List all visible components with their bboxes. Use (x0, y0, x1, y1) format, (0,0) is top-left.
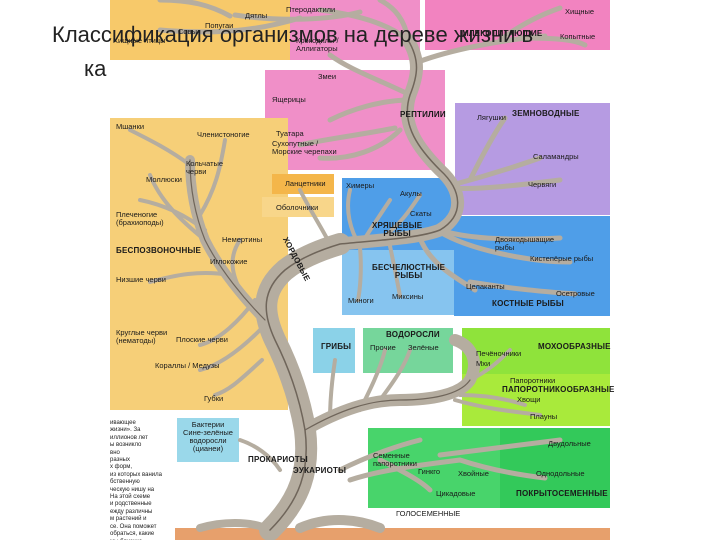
branch-mosses (453, 348, 542, 417)
label-ferns: Папоротники (510, 376, 556, 385)
label-brachiopods: Плеченогие (брахиоподы) (116, 210, 164, 227)
trunk (255, 233, 351, 540)
label-lizards: Ящерицы (272, 95, 306, 104)
slide-title-line2: ка (84, 56, 107, 81)
panel-bony (454, 216, 610, 316)
label-tuatara: Туатара (276, 129, 304, 138)
label-caecilians: Червяги (528, 180, 557, 189)
label-cycads: Цикадовые (436, 489, 476, 498)
trunk-root-right (295, 515, 385, 533)
label-mshanki: Мшанки (116, 122, 145, 131)
label-liverworts: Печёночники (476, 349, 522, 358)
label-rays: Скаты (410, 209, 432, 218)
label-gymnosperms: ГОЛОСЕМЕННЫЕ (396, 509, 461, 518)
label-reptiles: РЕПТИЛИИ (400, 110, 446, 119)
branch-fish (417, 227, 578, 297)
label-salamanders: Саламандры (533, 152, 579, 161)
label-annelids: Кольчатые черви (186, 159, 224, 176)
label-dicots: Двудольные (548, 439, 591, 448)
label-bacteria: Бактерии Сине-зелёные водоросли (цианеи) (183, 420, 233, 453)
side-note-text: ивающее жизни». За иллионов лет ы возник… (110, 420, 162, 540)
label-angiosperms: ПОКРЫТОСЕМЕННЫЕ (516, 489, 608, 498)
label-parrots: Попугаи (205, 21, 234, 30)
label-snakes: Змеи (318, 72, 337, 81)
slide-title: Классификация организмов на деревe жизни… (52, 18, 692, 86)
label-cartilaginous: ХРЯЩЕВЫЕ РЫБЫ (372, 221, 423, 238)
label-swifts: Дятлы (245, 11, 268, 20)
label-echinoderms: Иглокожие (210, 257, 248, 266)
label-eukaryotes: ЭУКАРИОТЫ (293, 466, 347, 475)
label-predators: Хищные (565, 7, 595, 16)
panel-tunicates (262, 197, 334, 217)
label-crocodiles: Крокодилы / Аллигаторы (296, 36, 339, 53)
label-frogs: Лягушки (477, 113, 506, 122)
label-arthropods: Членистоногие (197, 130, 250, 139)
label-lungfish: Двоякодышащие рыбы (495, 235, 555, 252)
label-sponges: Губки (204, 394, 224, 403)
label-conifers: Хвойные (458, 469, 489, 478)
label-roundworms: Круглые черви (нематоды) (116, 328, 168, 345)
label-mammals: МЛЕКОПИТАЮЩИЕ (462, 29, 543, 38)
label-fungi: ГРИБЫ (321, 342, 352, 351)
panel-pterodactyl (290, 0, 420, 60)
label-other-algae: Прочие (370, 343, 396, 352)
label-clubmosses: Плауны (530, 412, 558, 421)
label-sharks: Акулы (400, 189, 422, 198)
label-nemerteans: Немертины (222, 235, 263, 244)
label-prokaryotes: ПРОКАРИОТЫ (248, 455, 308, 464)
label-ungulates: Копытные (560, 32, 596, 41)
label-algae: ВОДОРОСЛИ (386, 330, 440, 339)
label-turtles: Сухопутные / Морские черепахи (272, 139, 337, 156)
branch-seeds (337, 437, 563, 493)
label-ginkgo: Гинкго (418, 467, 440, 476)
label-lampreys: Миноги (348, 296, 374, 305)
label-molluscs: Моллюски (146, 175, 182, 184)
label-flatworms: Плоские черви (176, 335, 228, 344)
label-mosses: МОХООБРАЗНЫЕ (538, 342, 611, 351)
trunk-root-left (196, 519, 274, 534)
panel-lancelets (272, 174, 334, 194)
label-birds: Хищные птицы (113, 36, 166, 45)
label-tunicates: Оболочники (276, 203, 319, 212)
branch-algae (328, 348, 412, 422)
label-owls: Совы (178, 27, 197, 36)
label-invertebrates: БЕСПОЗВОНОЧНЫЕ (116, 246, 202, 255)
label-amphibians: ЗЕМНОВОДНЫЕ (512, 109, 580, 118)
label-hagfish: Миксины (392, 292, 424, 301)
branch-inv-lower (148, 238, 264, 397)
label-sturgeons: Осетровые (556, 289, 595, 298)
label-coelacanths: Целаканты (466, 282, 505, 291)
branch-lancelets (298, 188, 332, 246)
branch-amphibians (447, 115, 563, 191)
panel-mosses (462, 328, 610, 374)
label-bony: КОСТНЫЕ РЫБЫ (492, 299, 564, 308)
branch-mammals (415, 5, 588, 65)
label-jawless: БЕСЧЕЛЮСТНЫЕ РЫБЫ (372, 263, 446, 280)
branch-reptiles (297, 52, 413, 161)
label-horsetails: Хвощи (517, 395, 541, 404)
branch-inv-arthropods (128, 128, 227, 242)
label-corals: Кораллы / Медузы (155, 361, 220, 370)
label-lower-worms: Низшие черви (116, 275, 166, 284)
slide-title-line1: Классификация организмов на деревe жизни… (52, 22, 534, 47)
label-chimaeras: Химеры (346, 181, 375, 190)
label-pterodactyl: Птеродактили (286, 5, 336, 14)
label-green-algae: Зелёные (408, 343, 439, 352)
label-moss: Мхи (476, 359, 491, 368)
branch-birds (157, 0, 411, 43)
branch-jawless (356, 244, 402, 302)
label-fern-group: ПАПОРОТНИКООБРАЗНЫЕ (502, 385, 615, 394)
panel-ferns (462, 374, 610, 426)
branch-prokaryotes (238, 438, 282, 472)
label-monocots: Однодольные (536, 469, 585, 478)
label-seed-ferns: Семенные папоротники (373, 451, 417, 468)
panel-bacteria (177, 418, 239, 462)
label-lancelets: Ланцетники (285, 179, 326, 188)
label-lobefinned: Кистепёрые рыбы (530, 254, 594, 263)
